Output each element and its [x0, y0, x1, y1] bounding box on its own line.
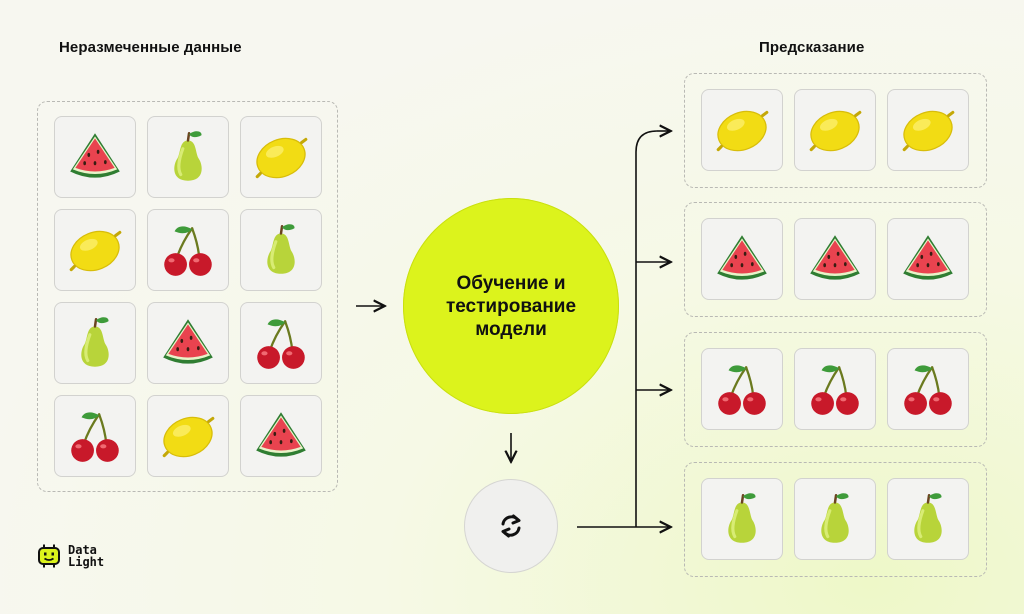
prediction-tile-cherry	[887, 348, 969, 430]
prediction-tile-pear	[701, 478, 783, 560]
output-title: Предсказание	[759, 39, 865, 56]
datalight-logo: Data Light	[36, 543, 104, 569]
logo-text: Data Light	[68, 543, 105, 569]
prediction-group-watermelon	[684, 202, 987, 317]
watermelon-icon	[163, 319, 213, 364]
input-title: Неразмеченные данные	[59, 39, 242, 56]
unlabeled-data-group	[37, 101, 338, 492]
input-tile-lemon	[147, 395, 229, 477]
prediction-tile-watermelon	[887, 218, 969, 300]
cherry-icon	[71, 412, 119, 462]
lemon-icon	[255, 137, 308, 179]
input-tile-cherry	[147, 209, 229, 291]
prediction-tile-watermelon	[794, 218, 876, 300]
watermelon-icon	[70, 133, 120, 178]
prediction-tile-lemon	[701, 89, 783, 171]
cherry-icon	[718, 365, 766, 415]
input-tile-watermelon	[147, 302, 229, 384]
prediction-tile-lemon	[794, 89, 876, 171]
cherry-icon	[257, 319, 305, 369]
prediction-tile-cherry	[701, 348, 783, 430]
input-tile-cherry	[54, 395, 136, 477]
watermelon-icon	[810, 235, 860, 280]
prediction-tile-pear	[887, 478, 969, 560]
lemon-icon	[809, 110, 862, 152]
input-tile-pear	[147, 116, 229, 198]
input-tile-pear	[240, 209, 322, 291]
prediction-tile-pear	[794, 478, 876, 560]
refresh-icon	[501, 514, 521, 538]
pear-icon	[81, 317, 109, 367]
prediction-group-pear	[684, 462, 987, 577]
lemon-icon	[162, 416, 215, 458]
pear-icon	[914, 493, 942, 543]
pear-icon	[267, 224, 295, 274]
input-tile-pear	[54, 302, 136, 384]
cherry-icon	[904, 365, 952, 415]
input-tile-lemon	[54, 209, 136, 291]
pear-icon	[174, 131, 202, 181]
prediction-tile-watermelon	[701, 218, 783, 300]
lemon-icon	[716, 110, 769, 152]
input-tile-watermelon	[240, 395, 322, 477]
prediction-tile-cherry	[794, 348, 876, 430]
prediction-group-lemon	[684, 73, 987, 188]
pear-icon	[728, 493, 756, 543]
lemon-icon	[902, 110, 955, 152]
pear-icon	[821, 493, 849, 543]
model-training-label: Обучение и тестирование модели	[445, 272, 577, 340]
watermelon-icon	[717, 235, 767, 280]
cherry-icon	[164, 226, 212, 276]
cherry-icon	[811, 365, 859, 415]
model-training-node: Обучение и тестирование модели	[403, 198, 619, 414]
robot-logo-icon	[38, 544, 60, 568]
input-tile-watermelon	[54, 116, 136, 198]
input-tile-lemon	[240, 116, 322, 198]
watermelon-icon	[903, 235, 953, 280]
prediction-group-cherry	[684, 332, 987, 447]
input-tile-cherry	[240, 302, 322, 384]
prediction-tile-lemon	[887, 89, 969, 171]
watermelon-icon	[256, 412, 306, 457]
retrain-node	[464, 479, 558, 573]
lemon-icon	[69, 230, 122, 272]
